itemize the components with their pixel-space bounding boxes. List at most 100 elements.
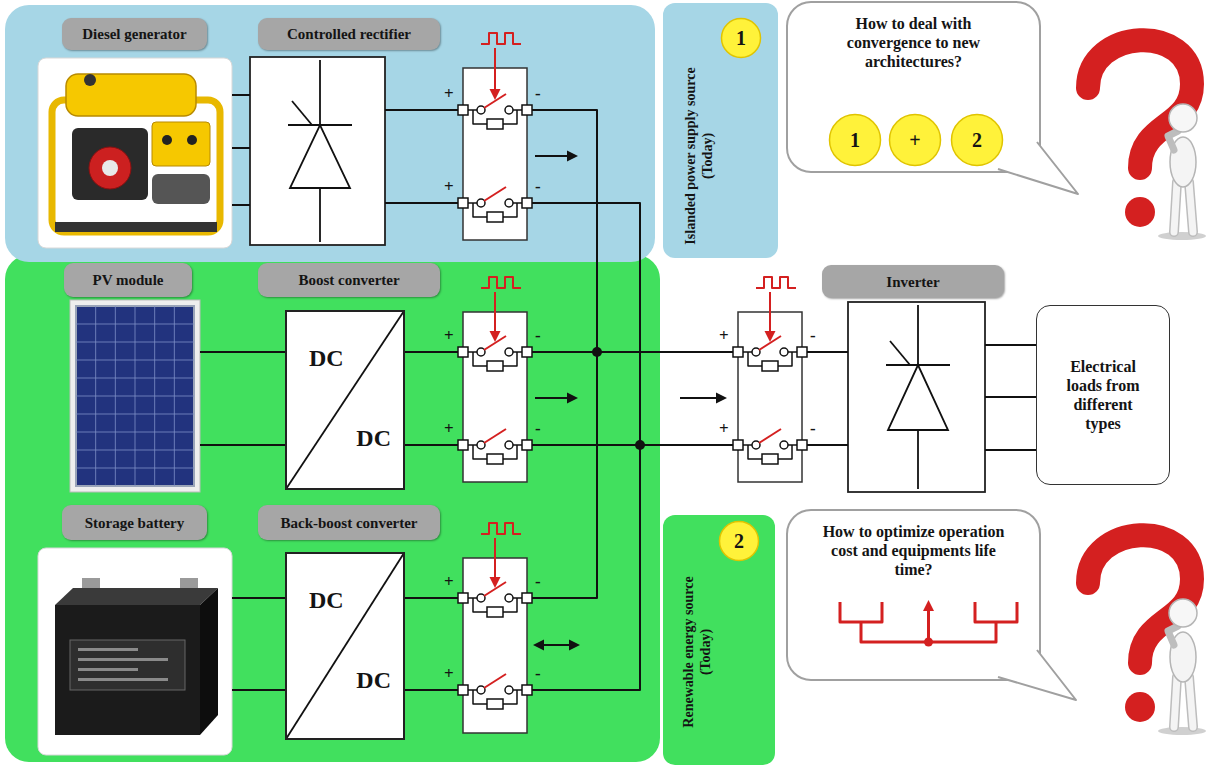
tank-cap (84, 74, 96, 86)
terminal (458, 685, 468, 695)
wire (405, 351, 458, 353)
arrow-line (535, 397, 569, 399)
switch-contact (780, 441, 788, 449)
label-anchor: + (444, 178, 454, 196)
sticker-line (78, 648, 138, 651)
category-tab: 1Islanded power supply source (Today) (663, 3, 778, 258)
polarity-sign: - (535, 665, 541, 683)
label-box: Back-boost converter (258, 505, 440, 540)
muffler (152, 174, 210, 204)
wire (200, 444, 285, 446)
label-box: Boost converter (258, 263, 440, 297)
terminal (522, 105, 532, 115)
battery-sticker (70, 640, 185, 690)
dc-bus (532, 351, 733, 353)
switch-contact (505, 441, 513, 449)
sticker-line (78, 678, 168, 681)
circle-outline (890, 115, 941, 166)
arrow-head (567, 393, 578, 404)
generator-frame (52, 100, 220, 232)
arrow-line (769, 292, 771, 333)
number-circle: 1 (828, 113, 882, 167)
pv-cell-line (76, 360, 194, 361)
polarity-sign: - (810, 327, 816, 345)
callout-number: 1 (850, 129, 860, 151)
label-anchor: - (535, 178, 541, 196)
engine-hub (102, 160, 118, 176)
wire (200, 351, 285, 353)
callout-number: 1 (736, 27, 746, 49)
wire (405, 444, 458, 446)
generator-engine (72, 128, 148, 200)
polarity-sign: - (535, 573, 541, 591)
pulse-signal (481, 33, 521, 44)
figure-leg (1189, 182, 1193, 232)
converter-ground (285, 310, 405, 490)
engine-cover (89, 147, 131, 189)
polarity-sign: + (444, 327, 454, 345)
thyristor-gate (890, 341, 910, 365)
load-label: Electrical loads from different types (1055, 357, 1151, 433)
thyristor-gate (292, 101, 312, 125)
label-box: Diesel generator (62, 18, 207, 50)
generator-base (55, 222, 217, 232)
label-anchor: - (535, 85, 541, 103)
circle-outline (720, 522, 759, 561)
label-anchor: - (535, 573, 541, 591)
wire (807, 351, 848, 353)
switch-box (738, 312, 802, 482)
terminal (522, 198, 532, 208)
speech-bubble: How to optimize operation cost and equip… (787, 510, 1040, 680)
wire (405, 689, 458, 691)
label-box: Inverter (822, 265, 1004, 298)
wire (232, 94, 250, 96)
label-anchor: - (535, 665, 541, 683)
arrow-head (533, 640, 544, 651)
wire (232, 689, 285, 691)
resistor-symbol (487, 454, 503, 464)
pv-cell-line (76, 324, 194, 325)
label-box: Storage battery (62, 505, 207, 540)
converter-label: DC (356, 666, 391, 694)
thyristor-bar (886, 364, 950, 366)
callout-number: + (909, 129, 920, 151)
figure-head (1169, 599, 1197, 627)
polarity-sign: - (810, 420, 816, 438)
resistor-symbol (487, 119, 503, 129)
speech-bubble-tail (998, 650, 1076, 700)
converter-label: DC (356, 424, 391, 452)
junction-dot (592, 347, 602, 357)
figure-leg (1189, 182, 1193, 232)
switch-contact (505, 199, 513, 207)
speech-bubble-shape (787, 510, 1040, 680)
wire (232, 597, 285, 599)
resistor-symbol (487, 212, 503, 222)
switch-blade (759, 429, 781, 443)
label-anchor: + (444, 85, 454, 103)
terminal (733, 440, 743, 450)
wire (807, 444, 848, 446)
arrow-line (542, 644, 571, 646)
dc-bus (532, 203, 640, 690)
pv-panel (76, 306, 194, 486)
number-circle: 2 (718, 520, 760, 562)
converter-diagonal (286, 553, 404, 739)
box-label: Back-boost converter (280, 514, 417, 532)
figure-head (1169, 104, 1197, 132)
number-circle: 1 (720, 17, 762, 59)
polarity-sign: + (444, 665, 454, 683)
arrow-line (494, 292, 496, 333)
load-box: Electrical loads from different types (1036, 305, 1170, 485)
terminal (458, 440, 468, 450)
pulse-signal (756, 277, 796, 288)
thyristor-body (290, 125, 350, 188)
picture-frame (70, 300, 200, 492)
wire (405, 597, 458, 599)
terminal (522, 593, 532, 603)
terminal (797, 440, 807, 450)
wire (232, 147, 250, 149)
arrow-line (494, 48, 496, 91)
switch-contact (505, 594, 513, 602)
islanded-region (5, 5, 655, 262)
figure-leg (1174, 677, 1177, 727)
